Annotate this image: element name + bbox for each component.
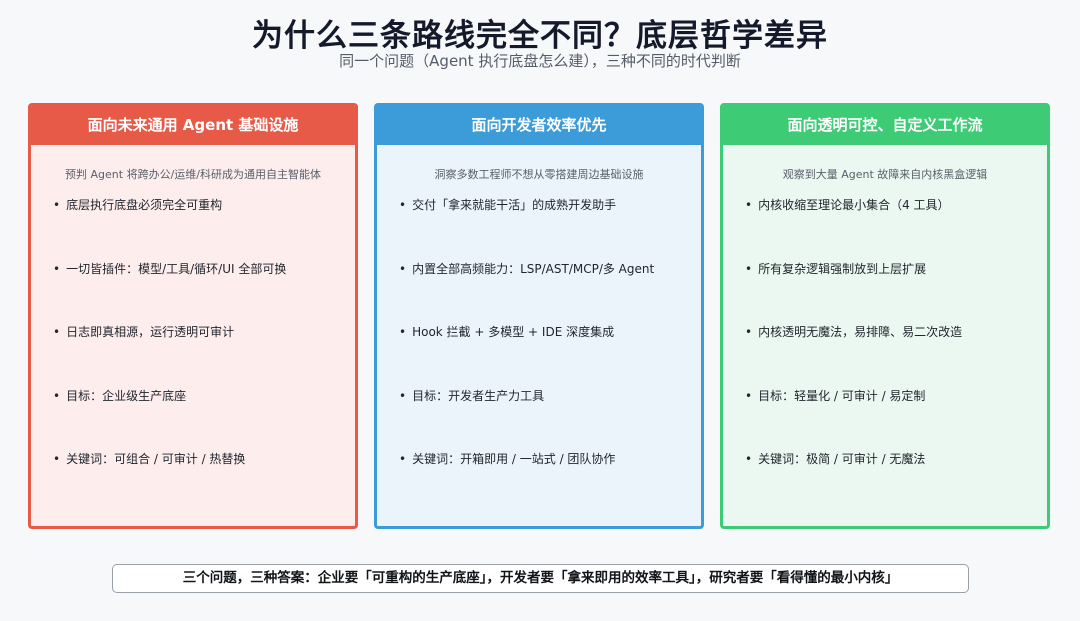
bullet-icon: • [745, 452, 753, 466]
column-heading: 面向开发者效率优先 [377, 106, 701, 145]
list-item: • 目标：轻量化 / 可审计 / 易定制 [745, 387, 1047, 451]
bullet-icon: • [53, 388, 61, 403]
bullet-icon: • [53, 261, 61, 276]
bullet-icon: • [399, 452, 407, 466]
list-item: • 内核收缩至理论最小集合（4 工具） [745, 196, 1047, 260]
list-item: • 底层执行底盘必须完全可重构 [53, 196, 355, 260]
list-item: • Hook 拦截 + 多模型 + IDE 深度集成 [399, 323, 701, 387]
list-item: • 交付「拿来就能干活」的成熟开发助手 [399, 196, 701, 260]
list-item-text: 所有复杂逻辑强制放到上层扩展 [758, 261, 927, 276]
list-item: • 一切皆插件：模型/工具/循环/UI 全部可换 [53, 260, 355, 324]
list-item: • 关键词：可组合 / 可审计 / 热替换 [53, 450, 355, 514]
list-item-text: 目标：企业级生产底座 [66, 388, 187, 403]
list-item: • 所有复杂逻辑强制放到上层扩展 [745, 260, 1047, 324]
column-item-list: • 交付「拿来就能干活」的成熟开发助手 • 内置全部高频能力：LSP/AST/MCP… [377, 196, 701, 514]
list-item-text: 内核收缩至理论最小集合（4 工具） [758, 198, 950, 212]
bullet-icon: • [53, 325, 61, 339]
column-description: 预判 Agent 将跨办公/运维/科研成为通用自主智能体 [65, 168, 321, 181]
columns-container: 面向未来通用 Agent 基础设施 预判 Agent 将跨办公/运维/科研成为通… [28, 103, 1052, 529]
list-item-text: 关键词：开箱即用 / 一站式 / 团队协作 [412, 452, 616, 466]
bullet-icon: • [745, 388, 753, 403]
bullet-icon: • [745, 198, 753, 212]
list-item: • 目标：开发者生产力工具 [399, 387, 701, 451]
list-item: • 关键词：极简 / 可审计 / 无魔法 [745, 450, 1047, 514]
list-item-text: 关键词：极简 / 可审计 / 无魔法 [758, 452, 926, 466]
bullet-icon: • [745, 325, 753, 339]
bullet-icon: • [53, 452, 61, 466]
list-item: • 内核透明无魔法，易排障、易二次改造 [745, 323, 1047, 387]
list-item-text: 内核透明无魔法，易排障、易二次改造 [758, 325, 963, 339]
column-item-list: • 底层执行底盘必须完全可重构 • 一切皆插件：模型/工具/循环/UI 全部可换 •… [31, 196, 355, 514]
list-item-text: 关键词：可组合 / 可审计 / 热替换 [66, 452, 246, 466]
bullet-icon: • [399, 198, 407, 212]
list-item: • 目标：企业级生产底座 [53, 387, 355, 451]
bullet-icon: • [399, 325, 407, 339]
column-heading: 面向未来通用 Agent 基础设施 [31, 106, 355, 145]
column-item-list: • 内核收缩至理论最小集合（4 工具） • 所有复杂逻辑强制放到上层扩展 • 内核透明… [723, 196, 1047, 514]
list-item-text: 内置全部高频能力：LSP/AST/MCP/多 Agent [412, 261, 655, 276]
list-item-text: 日志即真相源，运行透明可审计 [66, 325, 235, 339]
list-item-text: 目标：轻量化 / 可审计 / 易定制 [758, 388, 926, 403]
list-item-text: 目标：开发者生产力工具 [412, 388, 545, 403]
column-heading: 面向透明可控、自定义工作流 [723, 106, 1047, 145]
column-description: 洞察多数工程师不想从零搭建周边基础设施 [434, 168, 644, 181]
page-title: 为什么三条路线完全不同？底层哲学差异 [252, 18, 828, 54]
column-developer-efficiency: 面向开发者效率优先 洞察多数工程师不想从零搭建周边基础设施 • 交付「拿来就能干活… [374, 103, 704, 529]
bullet-icon: • [745, 261, 753, 276]
bullet-icon: • [399, 388, 407, 403]
column-future-agent-infra: 面向未来通用 Agent 基础设施 预判 Agent 将跨办公/运维/科研成为通… [28, 103, 358, 529]
list-item: • 日志即真相源，运行透明可审计 [53, 323, 355, 387]
bullet-icon: • [53, 198, 61, 212]
column-description: 观察到大量 Agent 故障来自内核黑盒逻辑 [782, 168, 988, 181]
summary-banner: 三个问题，三种答案：企业要「可重构的生产底座」，开发者要「拿来即用的效率工具」，… [112, 564, 969, 593]
list-item-text: 一切皆插件：模型/工具/循环/UI 全部可换 [66, 261, 287, 276]
page-subtitle: 同一个问题（Agent 执行底盘怎么建），三种不同的时代判断 [339, 52, 741, 70]
list-item: • 内置全部高频能力：LSP/AST/MCP/多 Agent [399, 260, 701, 324]
list-item: • 关键词：开箱即用 / 一站式 / 团队协作 [399, 450, 701, 514]
column-transparent-workflow: 面向透明可控、自定义工作流 观察到大量 Agent 故障来自内核黑盒逻辑 • 内核… [720, 103, 1050, 529]
bullet-icon: • [399, 261, 407, 276]
list-item-text: 底层执行底盘必须完全可重构 [66, 198, 223, 212]
list-item-text: 交付「拿来就能干活」的成熟开发助手 [412, 198, 617, 212]
list-item-text: Hook 拦截 + 多模型 + IDE 深度集成 [412, 325, 615, 339]
